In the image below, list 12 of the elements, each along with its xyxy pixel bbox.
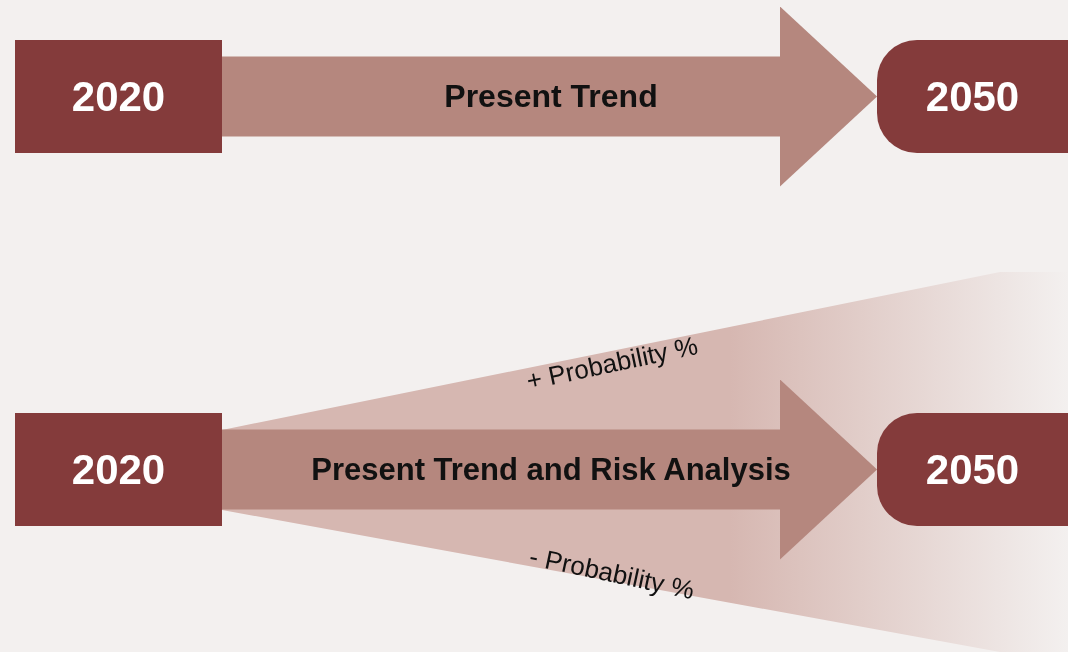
end-year-box [877, 413, 1068, 526]
end-year-box [877, 40, 1068, 153]
year-label: 2050 [925, 445, 1020, 494]
edge-label: Present Trend and Risk Analysis [310, 450, 792, 489]
edge-label: Present Trend [443, 77, 659, 116]
start-year-box [15, 40, 222, 153]
year-label: 2020 [71, 72, 166, 121]
year-label: 2050 [925, 72, 1020, 121]
year-label: 2020 [71, 445, 166, 494]
start-year-box [15, 413, 222, 526]
probability-label: + Probability % [523, 330, 701, 397]
block-arrow [222, 6, 878, 187]
